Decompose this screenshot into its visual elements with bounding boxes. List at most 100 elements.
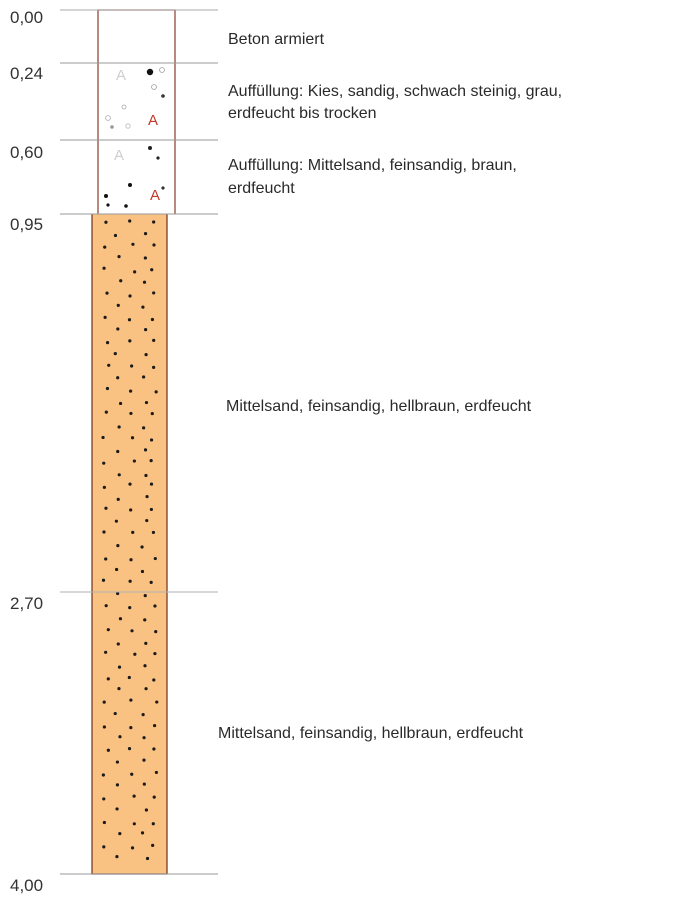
sand-dot: [143, 664, 147, 668]
sand-dot: [104, 506, 108, 510]
fill-gravel-mark: [156, 156, 160, 160]
sand-dot: [130, 846, 135, 850]
sand-dot: [118, 401, 123, 406]
sand-dot: [107, 363, 111, 367]
sand-dot: [131, 530, 135, 534]
sand-dot: [141, 375, 146, 379]
sand-dot: [152, 291, 156, 295]
sand-dot: [104, 650, 108, 654]
sand-dot: [143, 618, 147, 622]
fill-gravel-mark: [148, 146, 152, 150]
sand-dot: [102, 725, 106, 729]
sand-dot: [142, 782, 146, 786]
sand-dot: [142, 758, 146, 762]
sand-dot: [142, 280, 147, 284]
sand-dot: [145, 518, 149, 523]
sand-dot: [129, 508, 133, 512]
depth-label-0-24: 0,24: [10, 64, 44, 83]
sand-dot: [131, 242, 135, 246]
sand-dot: [129, 698, 133, 702]
sand-dot: [116, 591, 120, 596]
sand-dot: [153, 556, 157, 561]
fill-symbol: A: [116, 67, 126, 84]
fill-gravel-mark: [161, 186, 165, 190]
sand-dot: [152, 723, 157, 728]
sand-dot: [115, 783, 120, 787]
sand-dot: [105, 386, 110, 391]
sand-dot-pattern: [101, 219, 159, 861]
sand-dot: [150, 268, 154, 272]
sand-dot: [145, 494, 149, 499]
fill-gravel-mark: [110, 125, 114, 129]
sand-dot: [116, 303, 120, 307]
sand-dot: [143, 448, 148, 452]
sand-dot: [113, 352, 117, 356]
sand-dot: [117, 665, 122, 669]
sand-dot: [140, 831, 145, 835]
sand-dot: [115, 807, 119, 811]
fill-gravel-mark: [105, 115, 111, 121]
sand-dot: [154, 630, 158, 634]
layer-desc-fill-gravel-line1: Auffüllung: Kies, sandig, schwach steini…: [228, 83, 563, 100]
sand-dot: [141, 713, 145, 717]
fill-gravel-mark: [124, 204, 128, 208]
sand-dot: [117, 425, 121, 429]
sand-dot: [104, 410, 108, 414]
sand-dot: [127, 318, 132, 322]
sand-dot: [119, 279, 123, 283]
fill-symbol: A: [114, 147, 124, 164]
sand-dot: [152, 220, 156, 224]
sand-dot: [149, 507, 153, 512]
sand-dot: [102, 797, 106, 801]
sand-dot: [117, 473, 121, 477]
sand-dot: [132, 822, 136, 826]
sand-dot: [128, 579, 132, 583]
sand-dot: [142, 426, 146, 430]
sand-dot: [101, 773, 105, 777]
sand-dot: [118, 832, 122, 836]
sand-dot: [128, 605, 132, 610]
sand-dot: [154, 390, 158, 394]
sand-dot: [102, 530, 106, 534]
sand-dot: [104, 557, 108, 561]
sand-dot: [149, 580, 153, 585]
sand-dot: [101, 435, 105, 440]
sand-dot: [145, 856, 150, 861]
sand-dot: [102, 700, 106, 704]
layer-desc-concrete: Beton armiert: [228, 31, 325, 48]
sand-dot: [152, 747, 156, 751]
fill-gravel-mark: [104, 194, 108, 198]
sand-dot: [106, 628, 110, 632]
layer-fill-gravel: [98, 63, 175, 140]
sand-dot: [151, 843, 155, 848]
sand-dot: [143, 594, 147, 598]
sand-dot: [106, 677, 110, 681]
sand-dot: [128, 294, 132, 298]
sand-dot: [118, 617, 123, 621]
sand-dot: [130, 436, 135, 440]
sand-dot: [150, 411, 154, 416]
sand-dot: [133, 652, 137, 656]
sand-dot: [152, 243, 156, 247]
sand-dot: [129, 726, 133, 730]
sand-dot: [130, 364, 134, 368]
sand-dot: [101, 578, 106, 582]
fill-symbol: A: [150, 187, 160, 204]
sand-dot: [133, 270, 137, 274]
sand-dot: [115, 760, 120, 764]
depth-label-0-00: 0,00: [10, 8, 44, 27]
fill-gravel-mark: [146, 68, 154, 76]
sand-dot: [114, 519, 118, 523]
depth-label-0-95: 0,95: [10, 215, 44, 234]
fill-gravel-mark: [161, 94, 165, 98]
layer-desc-fill-gravel-line2: erdfeucht bis trocken: [228, 105, 377, 122]
sand-dot: [128, 339, 132, 343]
sand-dot: [102, 845, 106, 849]
layer-desc-medium-sand-1: Mittelsand, feinsandig, hellbraun, erdfe…: [226, 398, 532, 415]
sand-dot: [130, 772, 134, 776]
sand-dot: [149, 438, 154, 442]
sand-dot: [115, 567, 119, 572]
fill-gravel-mark: [121, 104, 127, 110]
sand-dot: [144, 473, 148, 478]
sand-dot: [153, 651, 157, 656]
